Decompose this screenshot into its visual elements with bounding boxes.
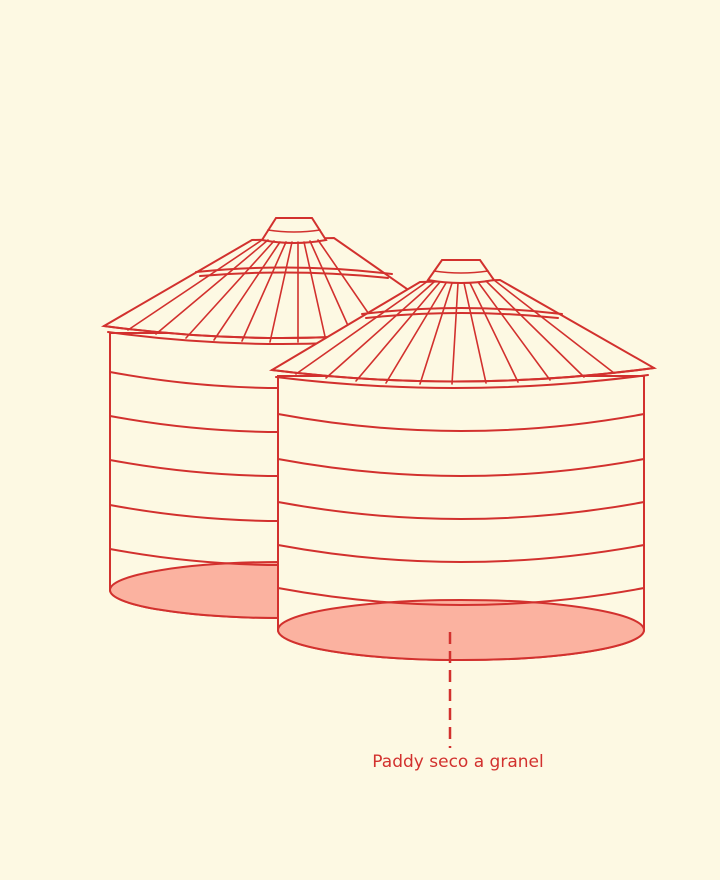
front-silo: [268, 259, 658, 661]
front-silo-floor: [277, 599, 645, 661]
grain-label: Paddy seco a granel: [372, 752, 543, 772]
